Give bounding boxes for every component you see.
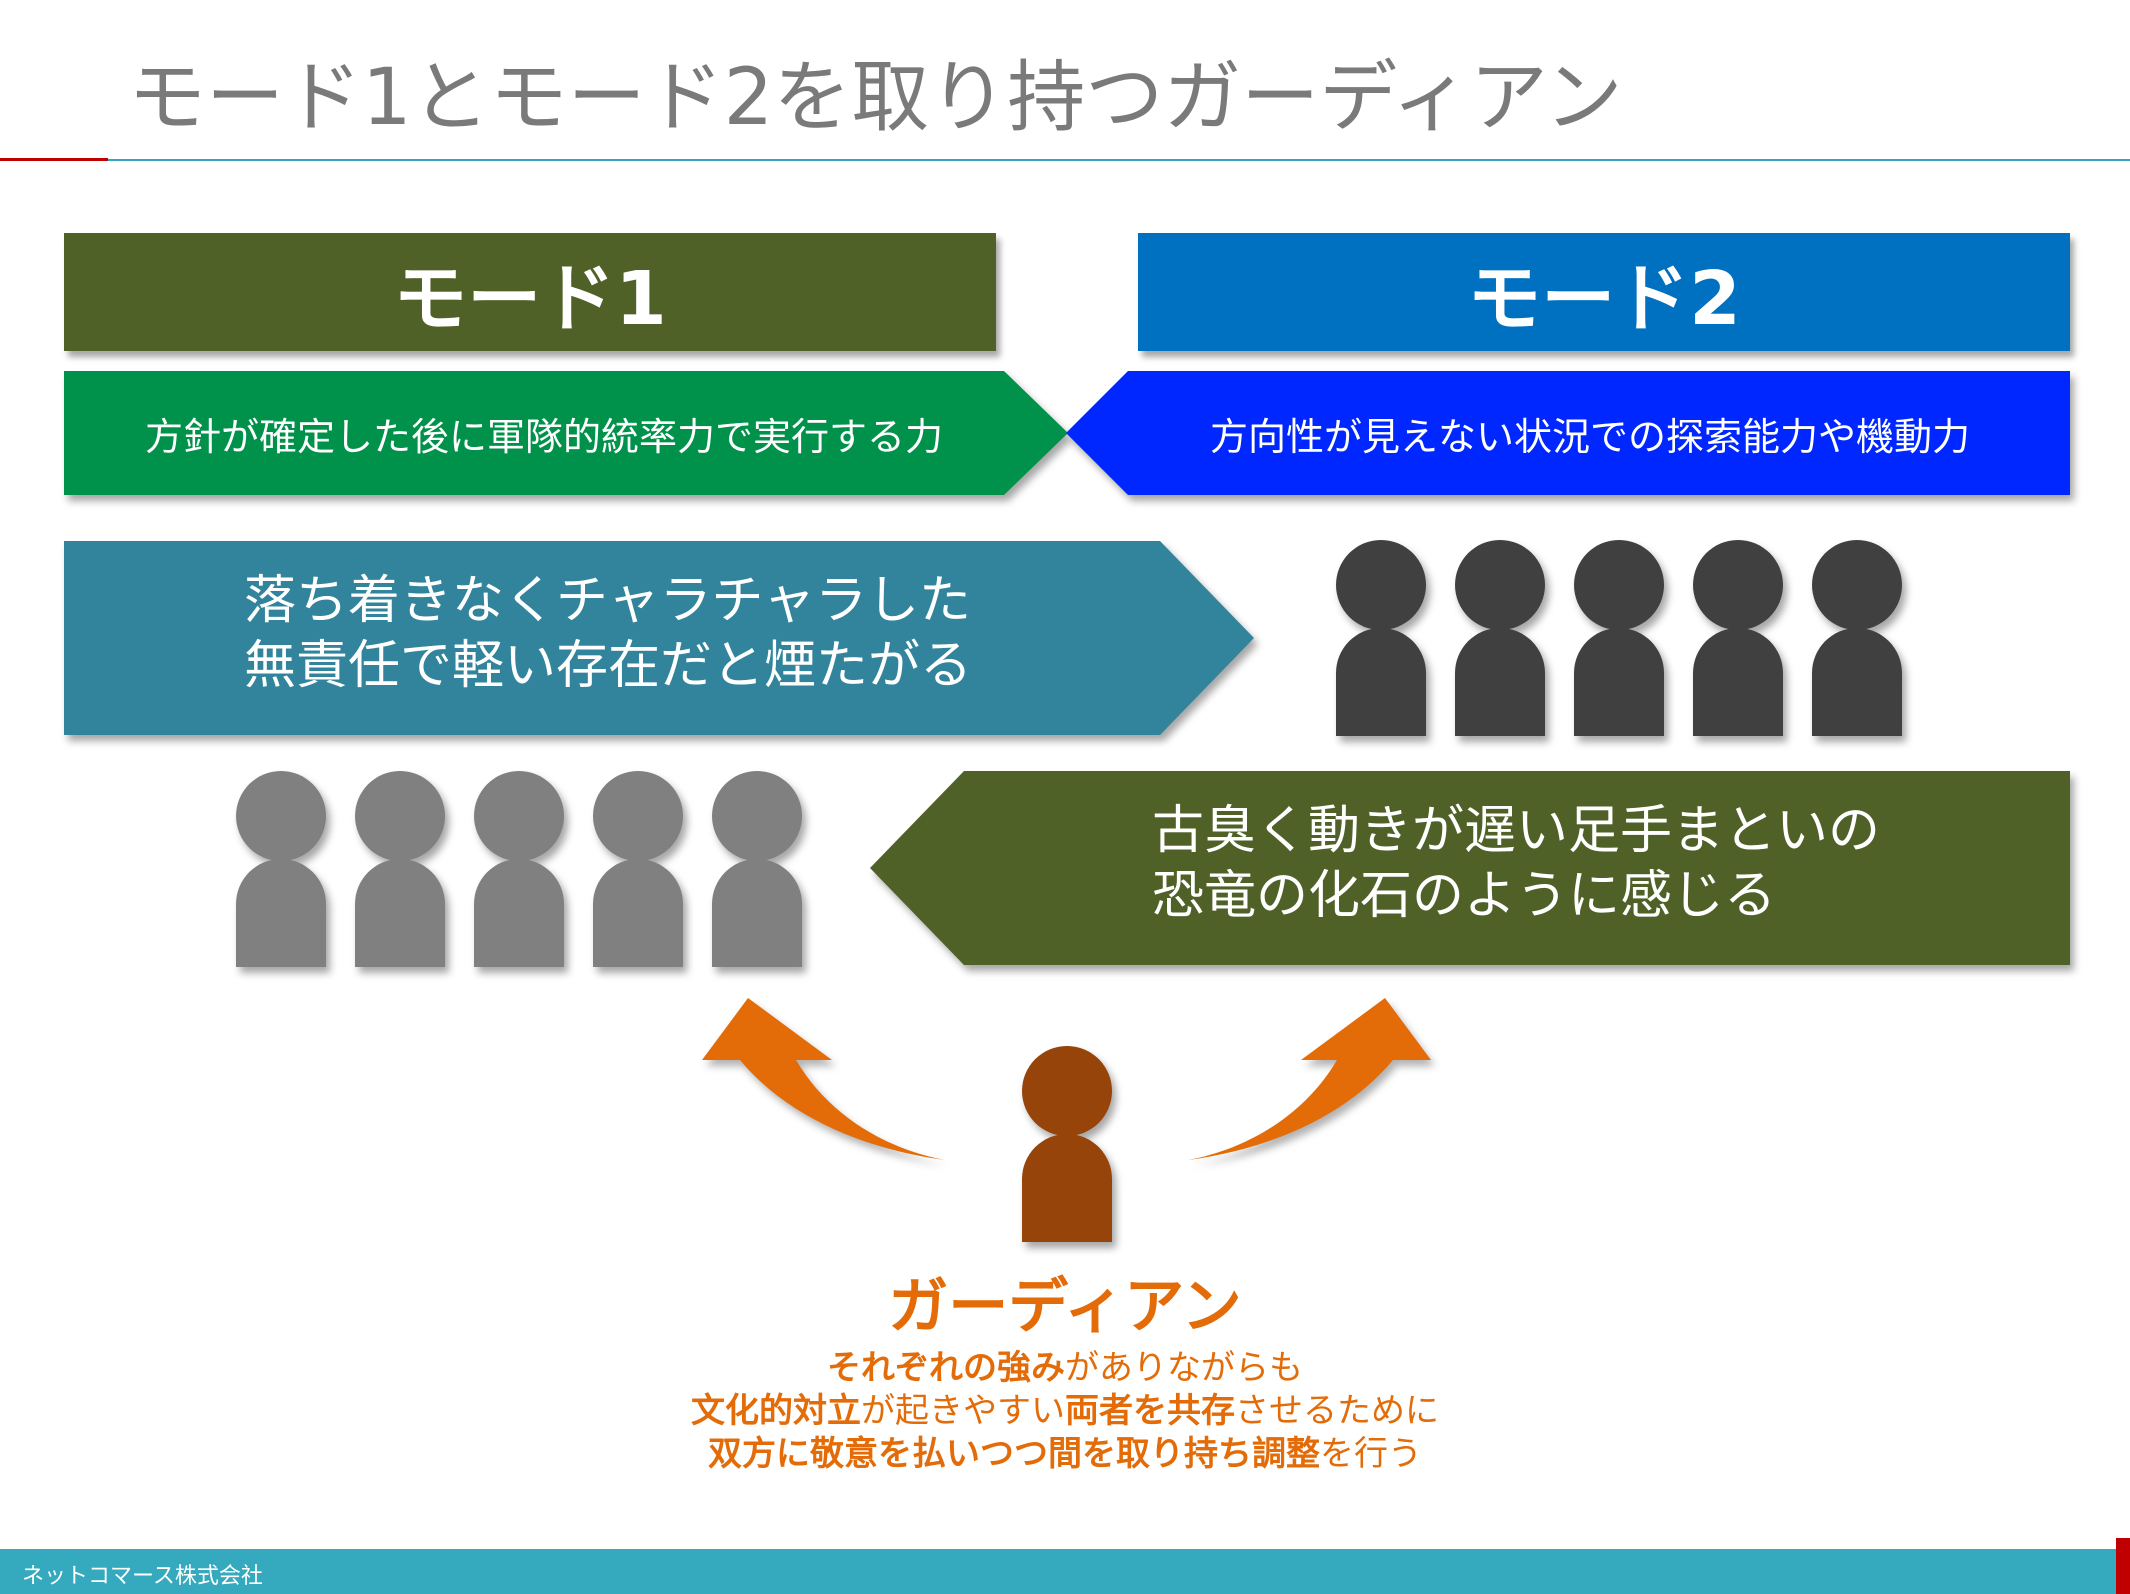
person-icon — [1574, 540, 1664, 736]
footer-accent — [2116, 1538, 2130, 1594]
footer-bar — [0, 1549, 2130, 1594]
mode2-description-shape — [1066, 371, 2070, 495]
mode1-header-label: モード1 — [393, 255, 667, 342]
guardian-desc-text: がありながらも — [1065, 1348, 1303, 1388]
mode1-perception-line2: 無責任で軽い存在だと煙たがる — [244, 636, 973, 696]
guardian-desc-line2: 文化的対立が起きやすい両者を共存させるために — [0, 1383, 2130, 1432]
person-icon — [1693, 540, 1783, 736]
mode2-people-group — [1336, 540, 1931, 736]
guardian-desc-text: が起きやすい — [861, 1391, 1065, 1431]
guardian-desc-bold: 双方に敬意を払いつつ間を取り持ち調整 — [708, 1434, 1320, 1474]
mode2-description-text: 方向性が見えない状況での探索能力や機動力 — [1209, 414, 1970, 459]
guardian-desc-bold: それぞれの強み — [827, 1348, 1065, 1388]
mode2-description-banner: 方向性が見えない状況での探索能力や機動力 — [1066, 371, 2070, 495]
mode1-description-banner: 方針が確定した後に軍隊的統率力で実行する力 — [64, 371, 1068, 495]
mode1-description-text: 方針が確定した後に軍隊的統率力で実行する力 — [144, 414, 943, 459]
left-curved-arrow-icon — [702, 998, 945, 1160]
mode2-header-label: モード2 — [1467, 255, 1741, 342]
mode1-people-group — [236, 771, 831, 967]
mode2-perception-line1: 古臭く動きが遅い足手まといの — [1152, 801, 1881, 861]
mode2-perception-arrow: 古臭く動きが遅い足手まといの 恐竜の化石のように感じる — [870, 771, 2070, 965]
person-icon — [474, 771, 564, 967]
page-title: モード1とモード2を取り持つガーディアン — [128, 53, 1623, 143]
guardian-desc-line1: それぞれの強みがありながらも — [0, 1340, 2130, 1389]
title-underline-accent — [0, 158, 108, 161]
person-icon — [355, 771, 445, 967]
mode2-perception-shape — [870, 771, 2070, 965]
person-icon — [236, 771, 326, 967]
mode2-perception-line2: 恐竜の化石のように感じる — [1152, 866, 1777, 926]
mode1-description-shape — [64, 371, 1068, 495]
person-icon — [593, 771, 683, 967]
right-curved-arrow-icon — [1188, 998, 1431, 1160]
mode1-perception-arrow: 落ち着きなくチャラチャラした 無責任で軽い存在だと煙たがる — [64, 541, 1254, 735]
person-icon — [1455, 540, 1545, 736]
person-icon — [1336, 540, 1426, 736]
guardian-desc-bold: 文化的対立 — [691, 1391, 861, 1431]
person-icon — [1812, 540, 1902, 736]
mode1-perception-line1: 落ち着きなくチャラチャラした — [244, 571, 971, 631]
guardian-desc-text: を行う — [1320, 1434, 1422, 1474]
mode1-header: モード1 — [64, 233, 996, 351]
mode2-header: モード2 — [1138, 233, 2070, 351]
guardian-desc-bold: 両者を共存 — [1065, 1391, 1235, 1431]
guardian-desc-line3: 双方に敬意を払いつつ間を取り持ち調整を行う — [0, 1426, 2130, 1475]
title-underline — [108, 159, 2130, 161]
mode1-perception-shape — [64, 541, 1254, 735]
guardian-desc-text: させるために — [1235, 1391, 1439, 1431]
person-icon — [712, 771, 802, 967]
footer-company-name: ネットコマース株式会社 — [22, 1564, 263, 1589]
guardian-title: ガーディアン — [888, 1272, 1242, 1342]
guardian-person-icon — [1022, 1046, 1112, 1242]
